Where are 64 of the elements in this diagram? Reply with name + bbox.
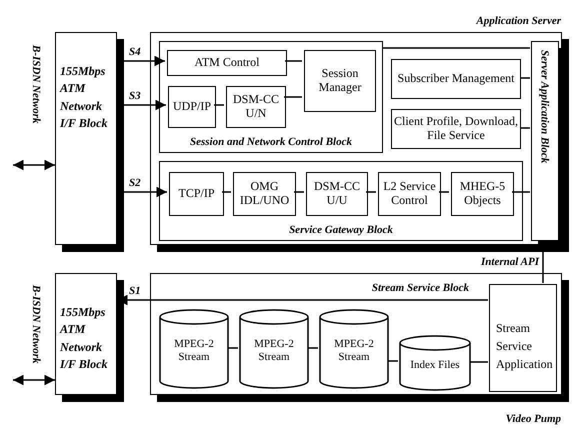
process-box xyxy=(489,284,557,392)
box-label: Session Manager xyxy=(318,65,362,96)
connector-line xyxy=(388,360,398,362)
box-label: 155Mbps ATM Network I/F Block xyxy=(60,304,108,374)
process-box xyxy=(167,50,287,76)
connector-line xyxy=(222,191,231,193)
connector-line xyxy=(439,191,449,193)
box-label: L2 Service Control xyxy=(382,178,437,209)
block-title: Session and Network Control Block xyxy=(189,136,353,149)
connector-line xyxy=(520,77,530,79)
process-box xyxy=(233,172,296,216)
process-box xyxy=(378,172,441,216)
connector-line xyxy=(382,47,530,49)
process-box xyxy=(391,59,521,99)
process-box xyxy=(169,172,224,216)
connector-line xyxy=(512,191,530,193)
box-label: Stream Service Application xyxy=(496,320,554,373)
edge-label: S2 xyxy=(129,177,141,190)
storage-cylinder xyxy=(319,309,389,389)
process-box xyxy=(304,50,376,112)
box-label: MHEG-5 Objects xyxy=(458,178,506,209)
box-label: DSM-CC U/U xyxy=(312,178,361,209)
edge-label: S1 xyxy=(129,285,141,298)
box-label: TCP/IP xyxy=(177,185,216,202)
arrow xyxy=(13,374,55,386)
storage-cylinder xyxy=(159,309,229,389)
box-label: DSM-CC U/N xyxy=(232,91,280,122)
connector-line xyxy=(228,347,238,349)
network-label: B-ISDN Network xyxy=(30,45,42,124)
connector-line xyxy=(366,191,376,193)
process-box xyxy=(451,172,514,216)
block-frame xyxy=(159,161,523,241)
frame-title: Application Server xyxy=(476,15,561,28)
box-label: ATM Control xyxy=(193,54,260,72)
connector-line xyxy=(285,60,302,62)
connector-line xyxy=(294,191,304,193)
storage-cylinder xyxy=(399,335,471,391)
box-label: MPEG-2 Stream xyxy=(173,337,215,365)
block-frame xyxy=(159,41,383,153)
connector-line xyxy=(520,127,530,129)
connector-line xyxy=(214,104,224,106)
connector-line xyxy=(470,361,488,363)
box-label: Client Profile, Download, File Service xyxy=(393,113,519,144)
box-label: Index Files xyxy=(409,358,461,373)
box-label: MPEG-2 Stream xyxy=(333,337,375,365)
connector-line xyxy=(284,96,302,98)
box-label: Server Application Block xyxy=(538,50,551,164)
box-label: Subscriber Management xyxy=(396,70,516,88)
process-box xyxy=(306,172,368,216)
box-label: 155Mbps ATM Network I/F Block xyxy=(60,63,108,132)
frame-title: Stream Service Block xyxy=(372,282,469,295)
storage-cylinder xyxy=(239,309,309,389)
connector-line xyxy=(308,347,318,349)
block-title: Service Gateway Block xyxy=(288,224,394,237)
network-label: B-ISDN Network xyxy=(30,285,42,364)
edge-label: S3 xyxy=(129,90,141,102)
box-label: MPEG-2 Stream xyxy=(253,337,295,365)
process-box xyxy=(226,86,286,128)
arrow xyxy=(13,160,55,170)
frame-title: Video Pump xyxy=(506,413,561,426)
edge-label: S4 xyxy=(129,46,141,58)
box-label: UDP/IP xyxy=(172,98,212,116)
box-label: OMG IDL/UNO xyxy=(238,178,290,209)
process-box xyxy=(168,86,216,128)
